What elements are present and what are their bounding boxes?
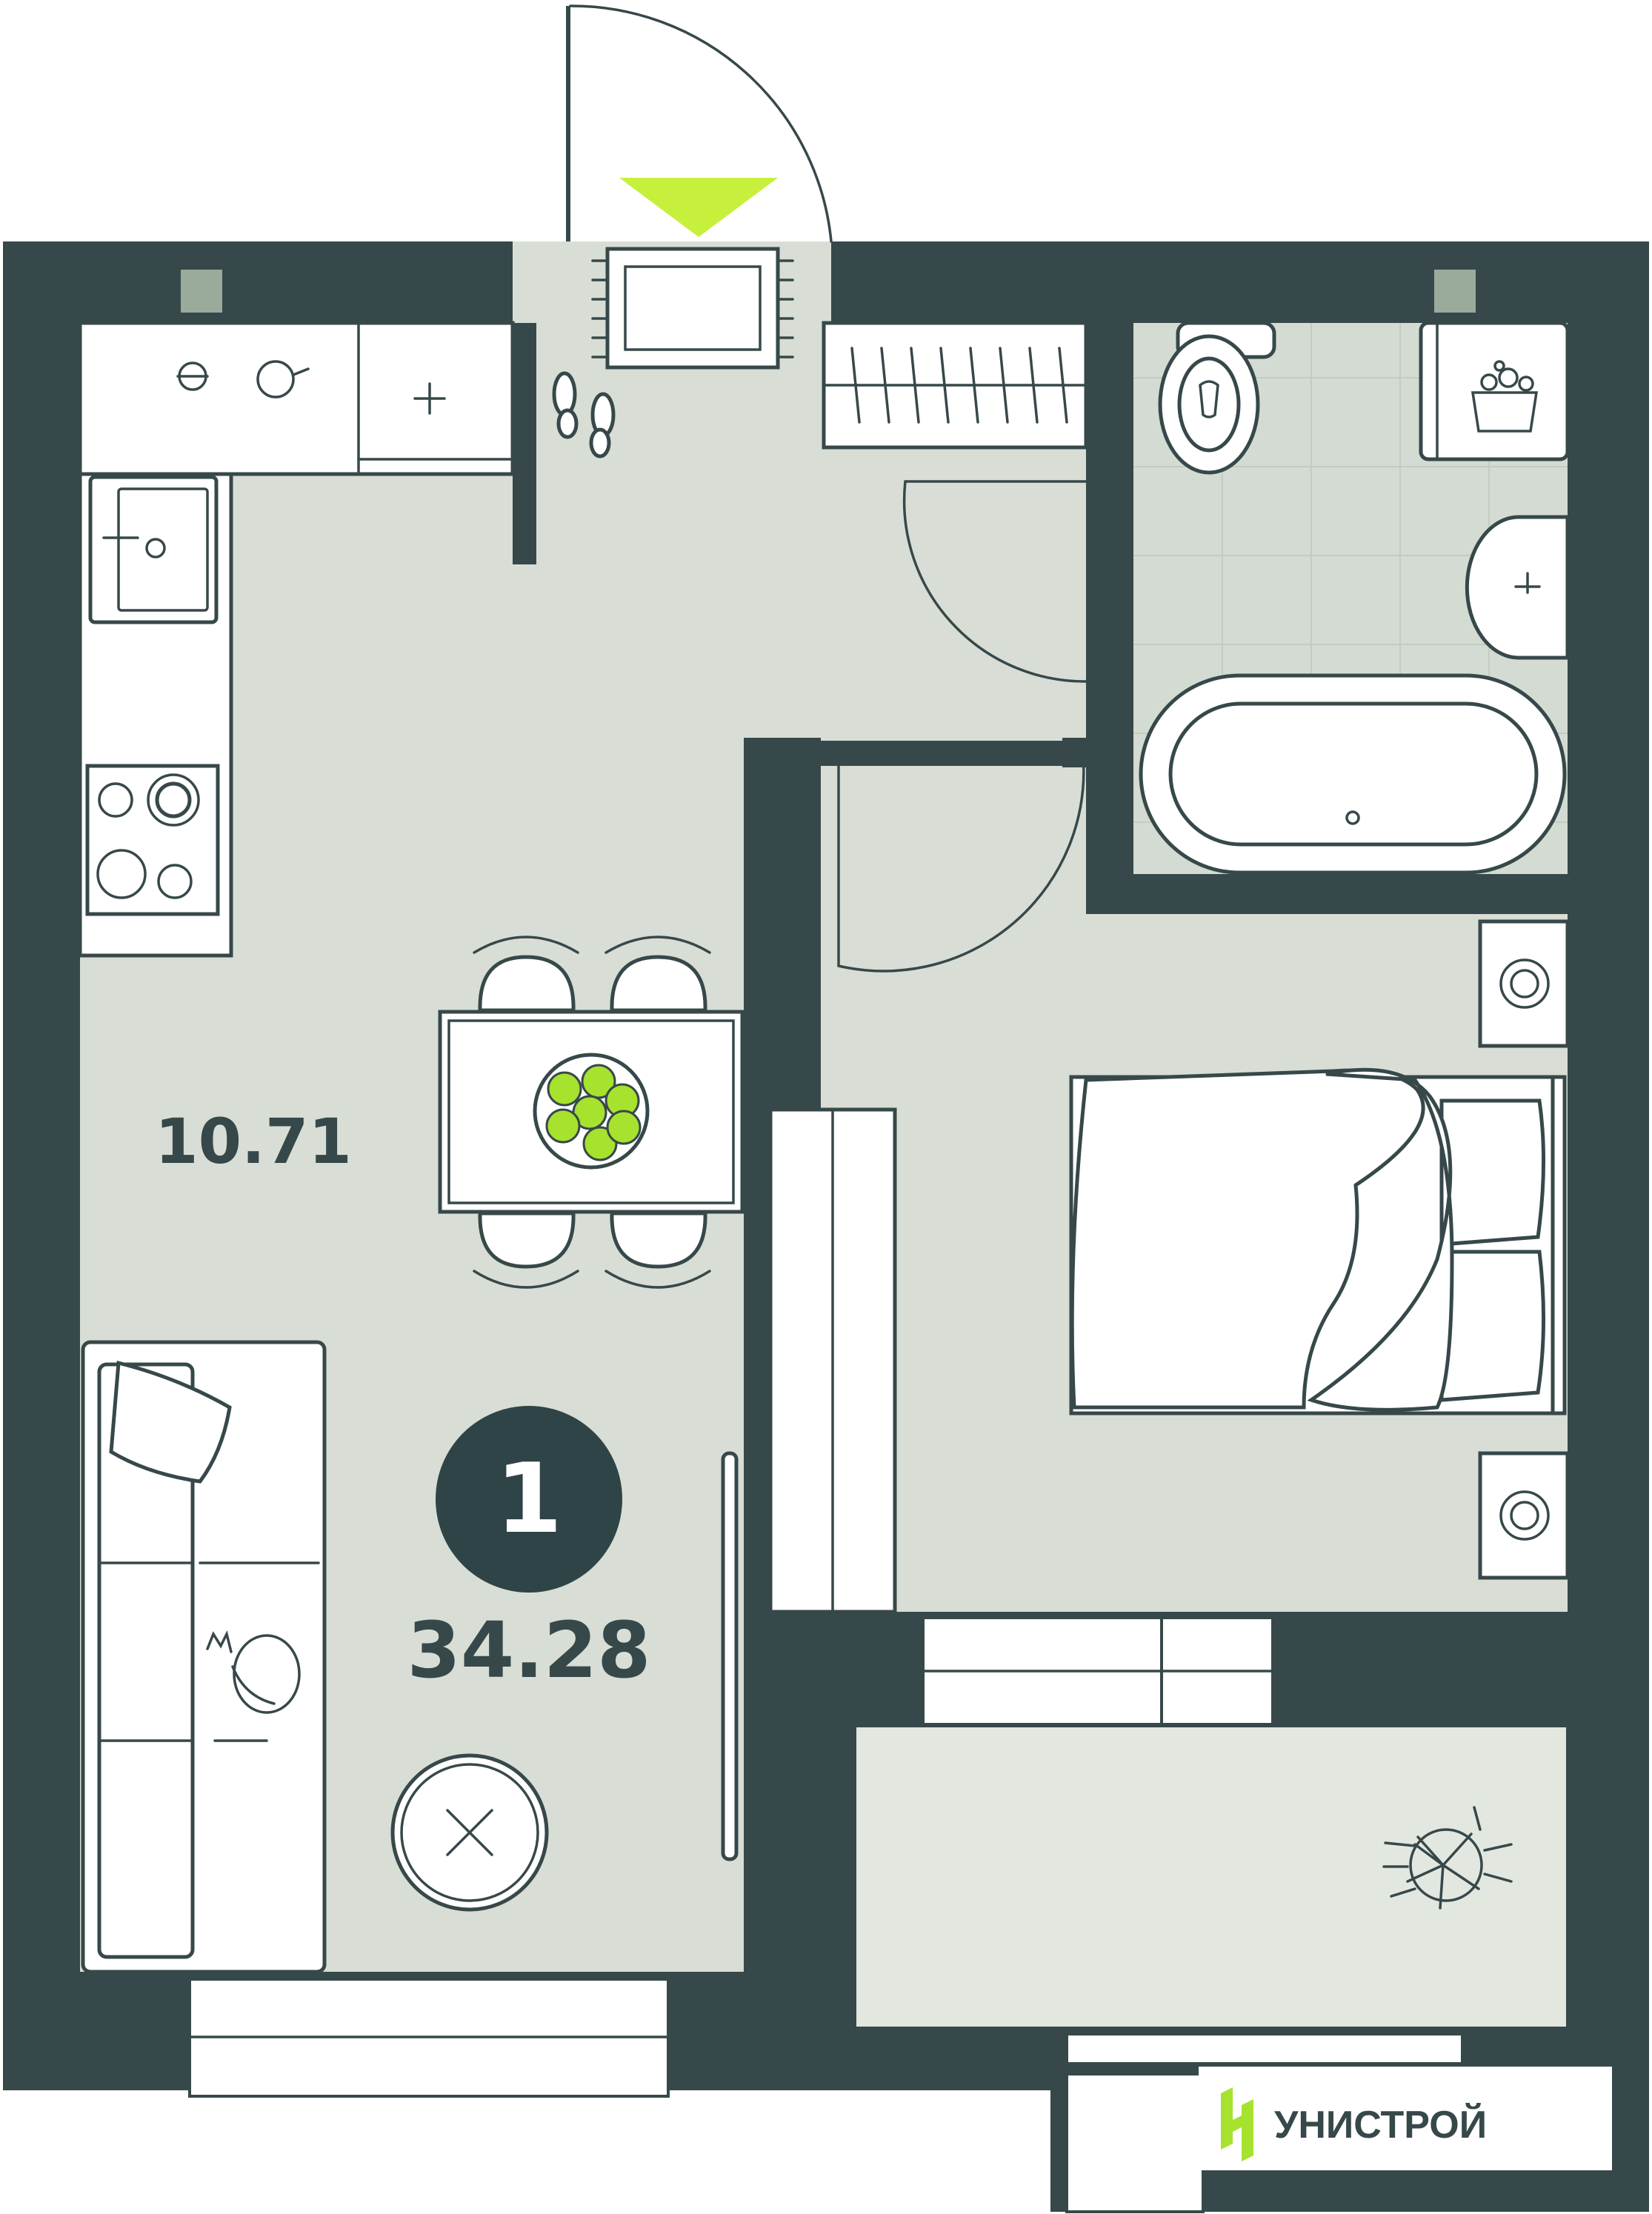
loggia-window	[1065, 2033, 1464, 2213]
entry-marker-icon	[619, 178, 778, 237]
washing-machine-icon	[1419, 321, 1570, 461]
brand-logo: УНИСТРОЙ	[1199, 2067, 1612, 2170]
fruit-bowl-icon	[545, 1064, 642, 1161]
toilet-icon	[1158, 321, 1276, 475]
oven-icon	[413, 382, 446, 415]
room-count-label: 1	[496, 1442, 562, 1555]
room-count-badge	[436, 1406, 622, 1593]
bathtub-icon	[1139, 673, 1567, 875]
bedroom-wardrobe	[768, 1107, 897, 1614]
living-room-window	[188, 1978, 670, 2098]
vent-left	[181, 270, 222, 313]
cooktop-icon	[85, 764, 220, 916]
entrance-door	[566, 4, 833, 243]
kitchen-area-label: 10.71	[155, 1105, 352, 1178]
sink-icon	[1465, 515, 1570, 660]
nightstand-bottom	[1478, 1451, 1570, 1580]
double-bed	[1069, 1067, 1567, 1416]
cat-icon	[206, 1630, 301, 1714]
nightstand-top	[1478, 919, 1570, 1048]
slippers-icon	[552, 371, 616, 459]
unistroy-logo-icon	[1221, 2087, 1253, 2161]
vent-right	[1434, 270, 1476, 313]
dining-table	[438, 1010, 745, 1214]
plant-icon	[1382, 1806, 1513, 1910]
dining-chairs	[473, 936, 711, 1289]
hallway-wardrobe	[822, 321, 1088, 450]
kitchen-sink-icon	[88, 475, 219, 624]
bedroom-balcony-door	[922, 1616, 1274, 1726]
total-area-label: 34.28	[407, 1605, 651, 1695]
kettle-icon	[176, 360, 310, 399]
coffee-table	[390, 1753, 549, 1912]
bathroom-door	[902, 480, 1088, 683]
sofa	[81, 1340, 327, 1974]
bedroom-door	[837, 754, 1085, 973]
doormat	[591, 247, 794, 370]
brand-name: УНИСТРОЙ	[1274, 2103, 1487, 2147]
tv-panel	[721, 1451, 739, 1861]
